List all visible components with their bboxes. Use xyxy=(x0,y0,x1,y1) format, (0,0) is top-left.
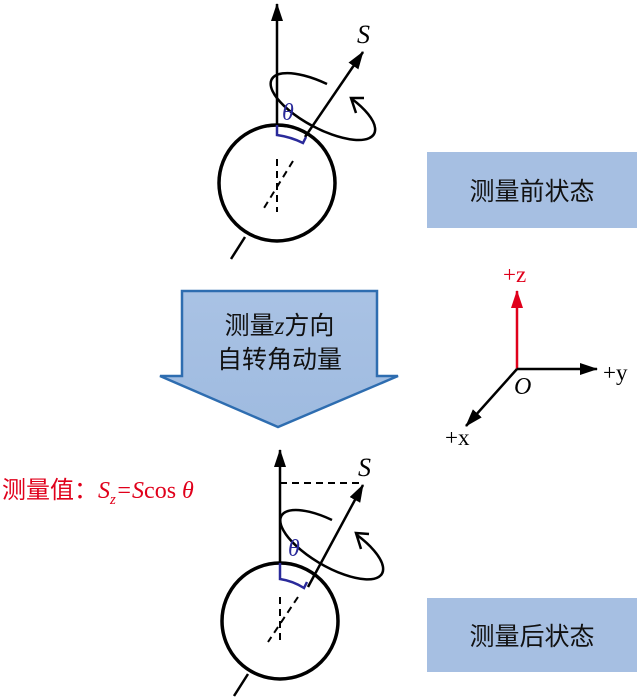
spin-label-top: S xyxy=(357,20,370,49)
measurement-arrow xyxy=(159,289,399,429)
measured-value-formula: 测量值：Sz=Scos θ xyxy=(2,478,194,508)
electron-after xyxy=(220,449,385,697)
x-axis xyxy=(465,368,518,427)
after-state-box: 测量后状态 xyxy=(427,598,637,672)
arrow-line-1: 测量z方向 xyxy=(224,313,335,340)
after-state-label: 测量后状态 xyxy=(469,624,595,651)
before-state-label: 测量前状态 xyxy=(469,179,595,206)
rotation-arrowhead xyxy=(354,531,370,550)
coordinate-axes xyxy=(465,290,598,427)
theta-arc xyxy=(278,563,309,590)
theta-arc xyxy=(275,125,308,145)
spin-vector xyxy=(306,484,365,588)
theta-label-bottom: θ xyxy=(288,536,300,562)
spin-label-bottom: S xyxy=(358,453,371,482)
z-axis-label: +z xyxy=(503,262,527,287)
before-state-box: 测量前状态 xyxy=(427,152,637,228)
rotation-arrowhead xyxy=(349,96,364,114)
spin-vector xyxy=(303,51,365,138)
precession-ellipse xyxy=(269,71,377,142)
electron-before xyxy=(217,3,377,260)
arrow-line-2: 自转角动量 xyxy=(216,347,342,374)
precession-ellipse xyxy=(279,508,385,581)
x-axis-label: +x xyxy=(445,425,470,450)
theta-label-top: θ xyxy=(282,100,294,126)
origin-label: O xyxy=(514,374,532,400)
measurement-arrow-text: 测量z方向 自转角动量 xyxy=(182,310,377,378)
y-axis-label: +y xyxy=(603,360,628,385)
